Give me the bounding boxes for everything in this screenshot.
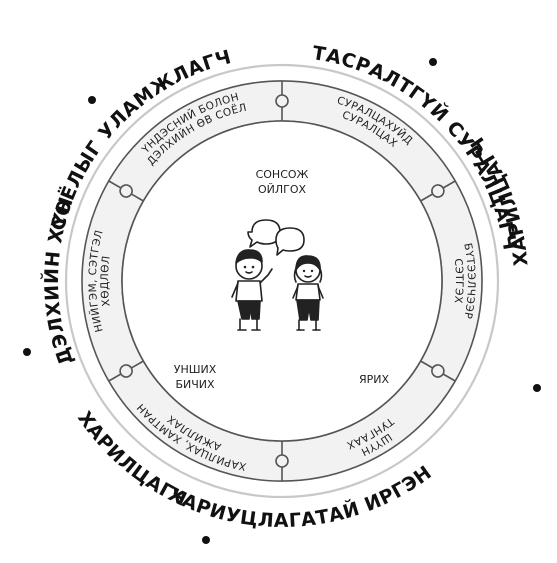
children-talking-illustration <box>231 219 324 331</box>
inner-label-read-write-line2: БИЧИХ <box>175 378 215 391</box>
segment-label-line2: СЭТГЭХ <box>452 258 465 304</box>
inner-circle <box>121 120 443 442</box>
segment-dividers <box>108 81 456 481</box>
inner-label-read-write-line1: УНШИХ <box>174 363 217 376</box>
speech-bubble-icon <box>275 227 305 256</box>
boy-figure <box>231 249 273 331</box>
bullet-dot <box>202 536 210 544</box>
inner-label-speak: ЯРИХ <box>359 373 390 386</box>
segment-label-line1: БҮТЭЭЛЧЭЭР <box>461 242 477 320</box>
inner-label-listen-line1: СОНСОЖ <box>256 168 309 181</box>
segment-label-line2: ХӨДЛӨЛ <box>99 255 113 307</box>
bullet-dot <box>88 96 96 104</box>
bullet-dot <box>23 348 31 356</box>
bullet-dot <box>429 58 437 66</box>
outer-ring <box>64 63 500 499</box>
outer-label-global: ДЭЛХИЙН ХҮН <box>40 194 78 368</box>
inner-label-listen-line2: ОЙЛГОХ <box>258 183 307 196</box>
speech-bubble-icon <box>247 219 281 248</box>
bullet-dot <box>533 384 541 392</box>
girl-figure <box>292 255 324 331</box>
